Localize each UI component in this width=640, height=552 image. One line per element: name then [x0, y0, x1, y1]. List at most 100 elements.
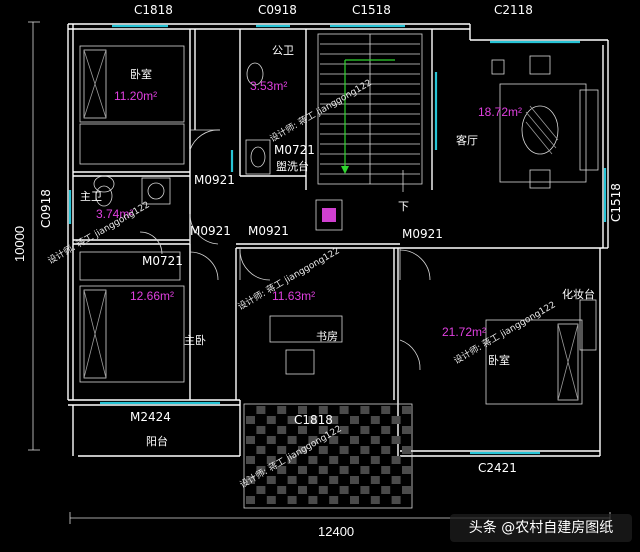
step-tile — [287, 476, 297, 484]
step-tile — [246, 476, 255, 484]
door-label-m0721-a: M0721 — [274, 143, 315, 157]
area-master-bedroom: 12.66m² — [130, 289, 174, 303]
area-study: 11.63m² — [272, 289, 315, 303]
step-tile — [402, 486, 411, 494]
step-tile — [277, 466, 287, 474]
area-bedroom-nw: 11.20m² — [114, 89, 157, 103]
step-tile — [339, 446, 349, 454]
window-label-c1818-top: C1818 — [134, 3, 173, 17]
door-label-m0921-a: M0921 — [194, 173, 235, 187]
study-desk — [269, 199, 343, 375]
step-tile — [287, 496, 297, 504]
area-master-bath: 3.74m² — [96, 207, 133, 221]
window-label-c0918-left: C0918 — [39, 189, 53, 228]
window-label-c1518-top: C1518 — [352, 3, 391, 17]
step-tile — [329, 476, 339, 484]
step-tile — [381, 406, 391, 414]
area-bedroom-se: 21.72m² — [442, 325, 486, 339]
step-tile — [329, 416, 339, 424]
step-tile — [298, 466, 307, 474]
step-tile — [246, 436, 255, 444]
step-tile — [256, 446, 266, 454]
step-tile — [350, 496, 359, 504]
room-name-balcony: 阳台 — [146, 434, 168, 448]
step-tile — [256, 486, 266, 494]
door-label-m0921-c: M0921 — [248, 224, 289, 238]
step-tile — [287, 436, 297, 444]
step-tile — [308, 496, 318, 504]
room-name-bedroom-nw: 卧室 — [130, 67, 152, 81]
step-tile — [402, 406, 411, 414]
exterior-walls — [67, 23, 609, 457]
step-tile — [339, 466, 349, 474]
step-tile — [360, 486, 370, 494]
step-tile — [256, 406, 266, 414]
step-tile — [298, 406, 307, 414]
area-living: 18.72m² — [478, 105, 522, 119]
room-name-master-bath: 主卫 — [80, 190, 102, 203]
step-tile — [391, 456, 401, 464]
step-tile — [402, 446, 411, 454]
door-label-m0921-b: M0921 — [190, 224, 231, 238]
step-tile — [266, 456, 276, 464]
bed-nw — [79, 45, 185, 165]
area-public-bath: 3.53m² — [250, 79, 287, 93]
step-tile — [370, 416, 380, 424]
window-label-c2421: C2421 — [478, 461, 517, 475]
window-label-c0918-top: C0918 — [258, 3, 297, 17]
step-tile — [350, 416, 359, 424]
step-tile — [266, 476, 276, 484]
step-tile — [339, 426, 349, 434]
room-name-dressing: 化妆台 — [562, 287, 595, 301]
step-tile — [402, 466, 411, 474]
window-label-c1818-bottom: C1818 — [294, 413, 333, 427]
step-tile — [350, 436, 359, 444]
step-tile — [329, 456, 339, 464]
window-label-c2118-top: C2118 — [494, 3, 533, 17]
step-tile — [381, 426, 391, 434]
step-tile — [256, 466, 266, 474]
door-label-m2424: M2424 — [130, 410, 171, 424]
step-tile — [370, 436, 380, 444]
step-tile — [318, 486, 328, 494]
step-tile — [246, 416, 255, 424]
door-label-m0721-b: M0721 — [142, 254, 183, 268]
step-tile — [318, 466, 328, 474]
step-tile — [360, 406, 370, 414]
step-tile — [360, 426, 370, 434]
bed-master — [79, 251, 185, 383]
step-tile — [277, 426, 287, 434]
master-bath-fixtures — [93, 175, 171, 207]
room-name-bedroom-se: 卧室 — [488, 353, 510, 367]
step-tile — [329, 496, 339, 504]
room-name-study: 书房 — [316, 330, 338, 343]
step-tile — [256, 426, 266, 434]
room-name-public-bath: 公卫 — [272, 44, 294, 57]
step-tile — [298, 446, 307, 454]
step-tile — [266, 416, 276, 424]
step-tile — [277, 446, 287, 454]
step-tile — [287, 416, 297, 424]
step-tile — [381, 486, 391, 494]
stair-direction-label: 下 — [398, 200, 409, 213]
step-tile — [277, 486, 287, 494]
step-tile — [370, 476, 380, 484]
windows — [68, 24, 607, 455]
step-tile — [287, 456, 297, 464]
step-tile — [339, 486, 349, 494]
step-tile — [318, 446, 328, 454]
step-tile — [391, 496, 401, 504]
step-tile — [246, 456, 255, 464]
step-tile — [391, 416, 401, 424]
dimension-width: 12400 — [318, 524, 354, 539]
doors — [139, 129, 431, 371]
window-label-c1518-right: C1518 — [609, 183, 623, 222]
room-name-washstand: 盥洗台 — [276, 159, 309, 173]
entry-steps — [243, 403, 413, 509]
step-tile — [266, 436, 276, 444]
step-tile — [381, 466, 391, 474]
public-bath-fixtures — [245, 62, 271, 175]
step-tile — [308, 416, 318, 424]
door-label-m0921-d: M0921 — [402, 227, 443, 241]
